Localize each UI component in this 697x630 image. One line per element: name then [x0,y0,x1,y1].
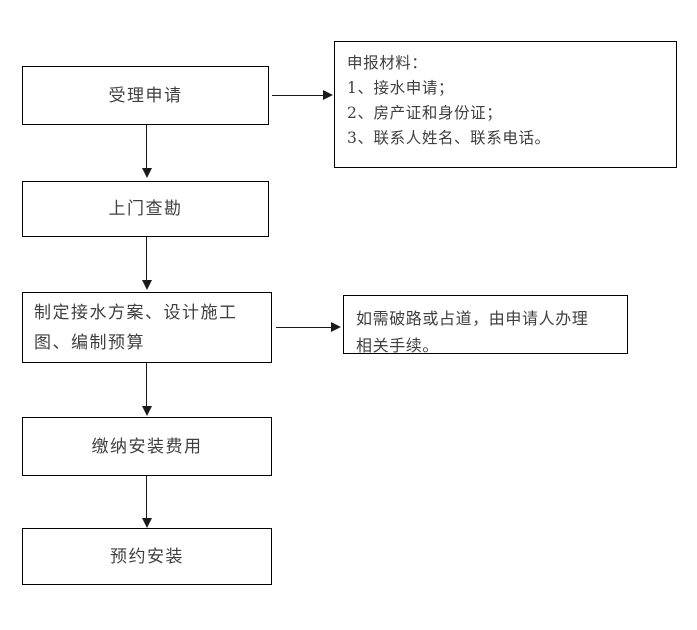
connector-plan-to-roadworks-note-line [276,327,332,329]
connector-plan-to-pay-arrowhead [141,406,152,416]
flow-node-pay-installation-fee[interactable]: 缴纳安装费用 [22,417,272,476]
connector-pay-to-schedule-arrowhead [141,518,152,528]
connector-accept-to-survey-arrowhead [141,168,152,178]
flow-node-accept-application[interactable]: 受理申请 [22,66,269,125]
note-box-roadworks: 如需破路或占道，由申请人办理 相关手续。 [343,295,628,354]
connector-survey-to-plan-line [146,237,148,283]
flow-node-label: 制定接水方案、设计施工 图、编制预算 [34,302,238,353]
connector-plan-to-pay-line [146,363,148,409]
note-box-materials: 申报材料： 1、接水申请； 2、房产证和身份证； 3、联系人姓名、联系电话。 [334,41,677,168]
flow-node-schedule-installation[interactable]: 预约安装 [22,528,272,585]
connector-accept-to-materials-note-arrowhead [323,90,333,100]
flow-node-label: 上门查勘 [108,199,183,219]
connector-accept-to-materials-note-line [272,95,324,97]
flow-node-label: 预约安装 [110,546,184,567]
note-roadworks-text: 如需破路或占道，由申请人办理 相关手续。 [356,309,589,354]
connector-survey-to-plan-arrowhead [141,280,152,290]
connector-accept-to-survey-line [146,125,148,171]
connector-plan-to-roadworks-note-arrowhead [331,322,341,332]
flow-node-plan-design-budget[interactable]: 制定接水方案、设计施工 图、编制预算 [22,292,272,363]
flow-node-label: 受理申请 [108,85,183,106]
flow-node-label: 缴纳安装费用 [91,436,203,457]
note-materials-text: 申报材料： 1、接水申请； 2、房产证和身份证； 3、联系人姓名、联系电话。 [347,54,551,147]
connector-pay-to-schedule-line [146,476,148,520]
flow-node-site-survey[interactable]: 上门查勘 [22,181,269,237]
